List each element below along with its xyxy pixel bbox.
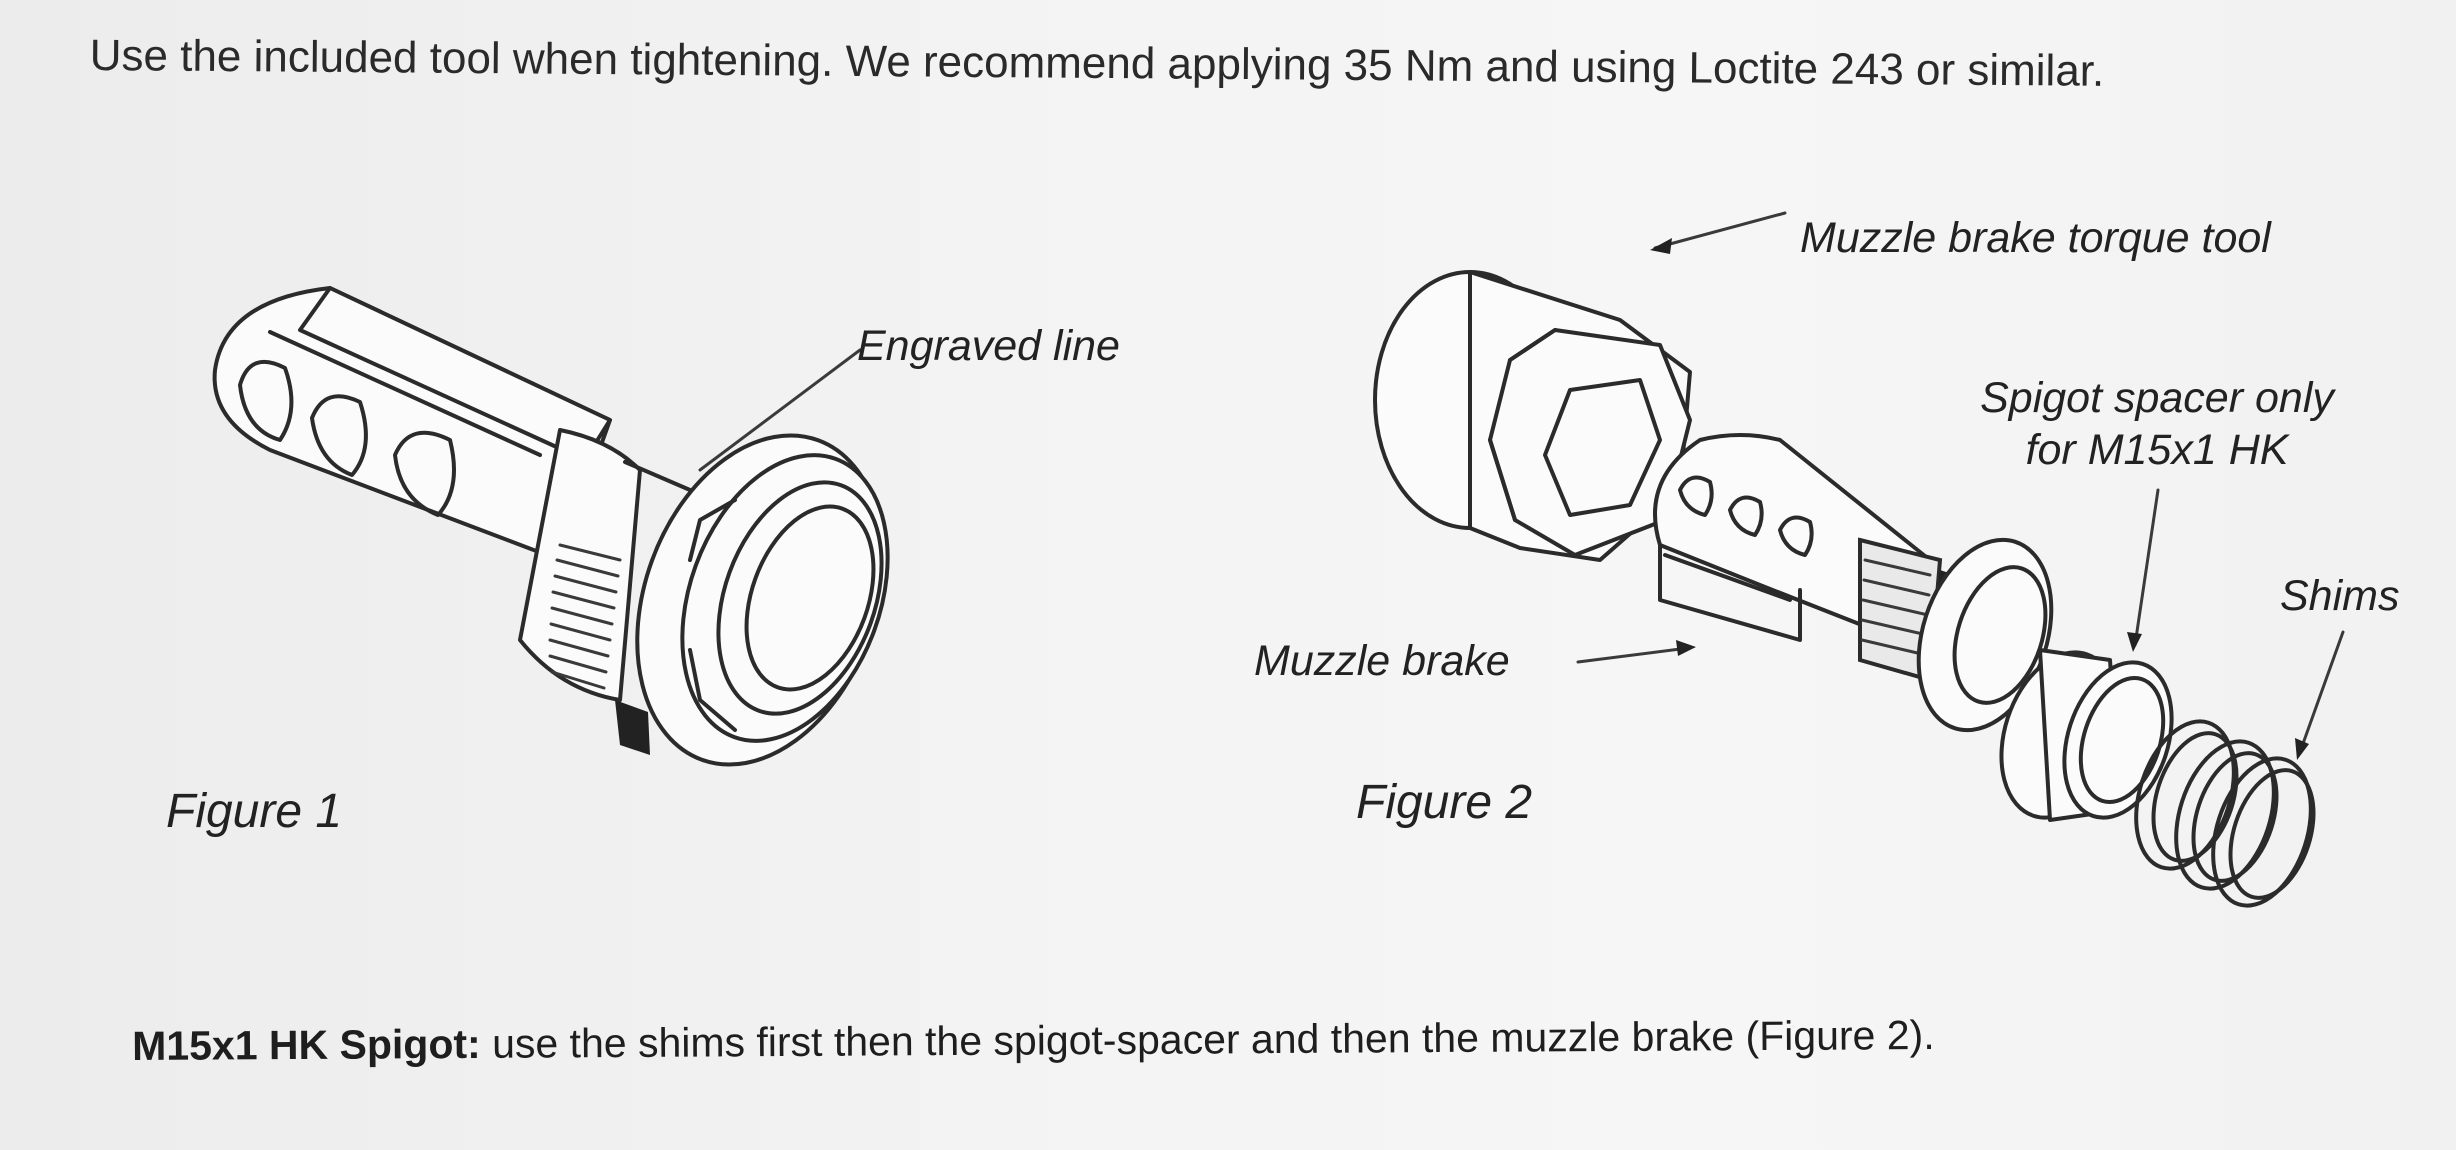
leader-shims <box>2298 630 2345 754</box>
label-spigot-spacer-line2: for M15x1 HK <box>2025 426 2289 474</box>
label-torque-tool: Muzzle brake torque tool <box>1800 214 2271 262</box>
leader-spigot-spacer <box>2133 488 2160 647</box>
figure1-caption: Figure 1 <box>166 785 343 838</box>
leader-engraved-line <box>698 348 862 472</box>
figure2-caption: Figure 2 <box>1356 776 1533 829</box>
leader-torque-tool <box>1653 211 1787 250</box>
figure1-muzzle-brake-drawing <box>212 286 890 767</box>
label-spigot-spacer: Spigot spacer only for M15x1 HK <box>1962 372 2352 476</box>
label-spigot-spacer-line1: Spigot spacer only <box>1980 374 2334 422</box>
label-engraved-line: Engraved line <box>857 322 1120 370</box>
note-text: use the shims first then the spigot-spac… <box>480 1011 1935 1067</box>
figure2-muzzle-brake-drawing <box>1653 433 2054 733</box>
note-bold-prefix: M15x1 HK Spigot: <box>132 1020 481 1069</box>
label-shims: Shims <box>2280 572 2400 620</box>
figure2-torque-tool-drawing <box>1373 270 1692 562</box>
figure2-shims-drawing <box>2134 719 2316 908</box>
label-muzzle-brake: Muzzle brake <box>1254 637 1510 685</box>
leader-muzzle-brake <box>1576 646 1690 664</box>
